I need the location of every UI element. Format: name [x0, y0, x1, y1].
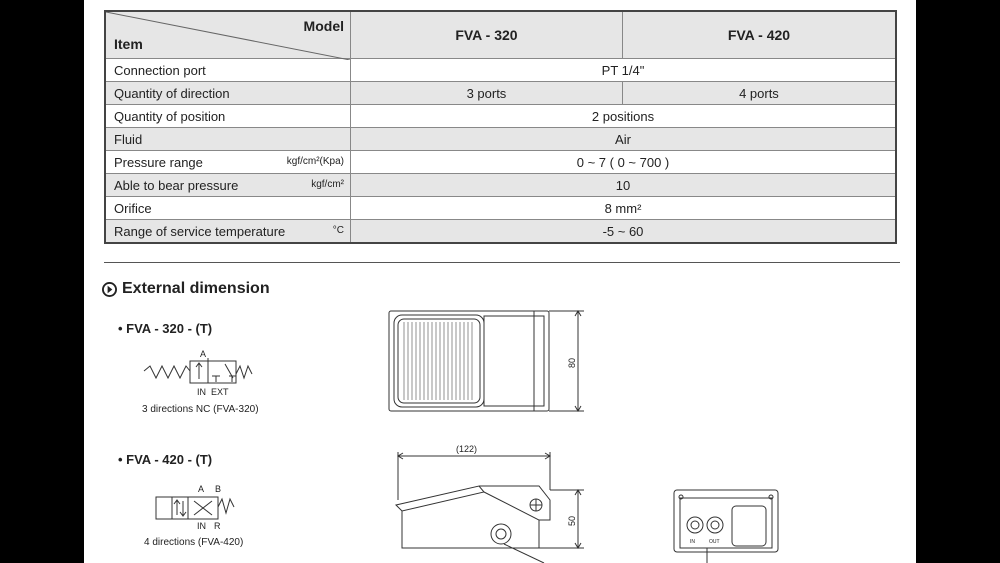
row-value: Air [350, 127, 897, 151]
spec-table: Item Model FVA - 320 FVA - 420 Connectio… [104, 10, 897, 244]
section-title: External dimension [122, 280, 270, 297]
circle-arrow-icon [102, 281, 117, 297]
port-out-end-label: OUT [709, 539, 720, 545]
dim-height-top: 80 [567, 358, 577, 368]
row-label: Able to bear pressure [114, 177, 239, 193]
row-value: 8 mm² [350, 196, 897, 220]
pedal-top-view [388, 310, 584, 412]
row-value-fva320: 3 ports [350, 81, 623, 105]
row-unit: kgf/cm²(Kpa) [286, 156, 344, 167]
row-label: Quantity of position [104, 104, 351, 128]
row-value: 2 positions [350, 104, 897, 128]
spec-sheet: Item Model FVA - 320 FVA - 420 Connectio… [84, 0, 916, 563]
row-unit: °C [332, 225, 344, 236]
row-label: Fluid [104, 127, 351, 151]
port-b-label-420: B [215, 484, 221, 494]
row-value-fva420: 4 ports [621, 81, 897, 105]
caption-fva420: 4 directions (FVA-420) [144, 537, 244, 548]
port-ext-label-320: EXT [211, 387, 229, 397]
model-fva320-header: FVA - 320 [350, 10, 623, 59]
dim-height-side: 50 [567, 516, 577, 526]
port-in-label-420: IN [197, 521, 206, 531]
table-row: Range of service temperature °C -5 ~ 60 [104, 219, 897, 244]
section-heading: External dimension [102, 280, 270, 298]
row-unit: kgf/cm² [311, 179, 344, 190]
port-in-label-320: IN [197, 387, 206, 397]
port-a-label-420: A [198, 484, 204, 494]
row-label: Quantity of direction [104, 81, 351, 105]
port-a-label-320: A [200, 349, 206, 359]
port-in-end-label: IN [690, 539, 695, 545]
dim-length: (122) [456, 444, 477, 454]
caption-fva320: 3 directions NC (FVA-320) [142, 404, 259, 415]
table-row: Quantity of direction 3 ports 4 ports [104, 81, 897, 105]
table-row: Quantity of position 2 positions [104, 104, 897, 128]
row-value: -5 ~ 60 [350, 219, 897, 244]
table-row: Orifice 8 mm² [104, 196, 897, 220]
valve-symbol-fva420 [155, 496, 235, 520]
drawings-layer: A IN EXT A B IN R [143, 310, 779, 563]
row-label-cell: Pressure range kgf/cm²(Kpa) [104, 150, 351, 174]
header-diagonal-line [106, 12, 350, 60]
row-label: Orifice [104, 196, 351, 220]
table-row: Fluid Air [104, 127, 897, 151]
pedal-end-view [673, 489, 779, 563]
valve-symbol-fva320 [143, 358, 253, 384]
row-value: 10 [350, 173, 897, 197]
model-fva420-header: FVA - 420 [621, 10, 897, 59]
item-header: Item [114, 36, 143, 52]
model-header: Model [303, 18, 344, 34]
row-label: Connection port [104, 58, 351, 82]
row-label-cell: Able to bear pressure kgf/cm² [104, 173, 351, 197]
section-divider [104, 262, 900, 263]
port-r-label-420: R [214, 521, 221, 531]
pedal-side-view [395, 452, 584, 563]
model-label-fva320: • FVA - 320 - (T) [118, 321, 213, 336]
table-row: Able to bear pressure kgf/cm² 10 [104, 173, 897, 197]
row-label-cell: Range of service temperature °C [104, 219, 351, 244]
row-label: Range of service temperature [114, 223, 286, 239]
model-label-fva420: • FVA - 420 - (T) [118, 452, 213, 467]
row-label: Pressure range [114, 154, 203, 170]
